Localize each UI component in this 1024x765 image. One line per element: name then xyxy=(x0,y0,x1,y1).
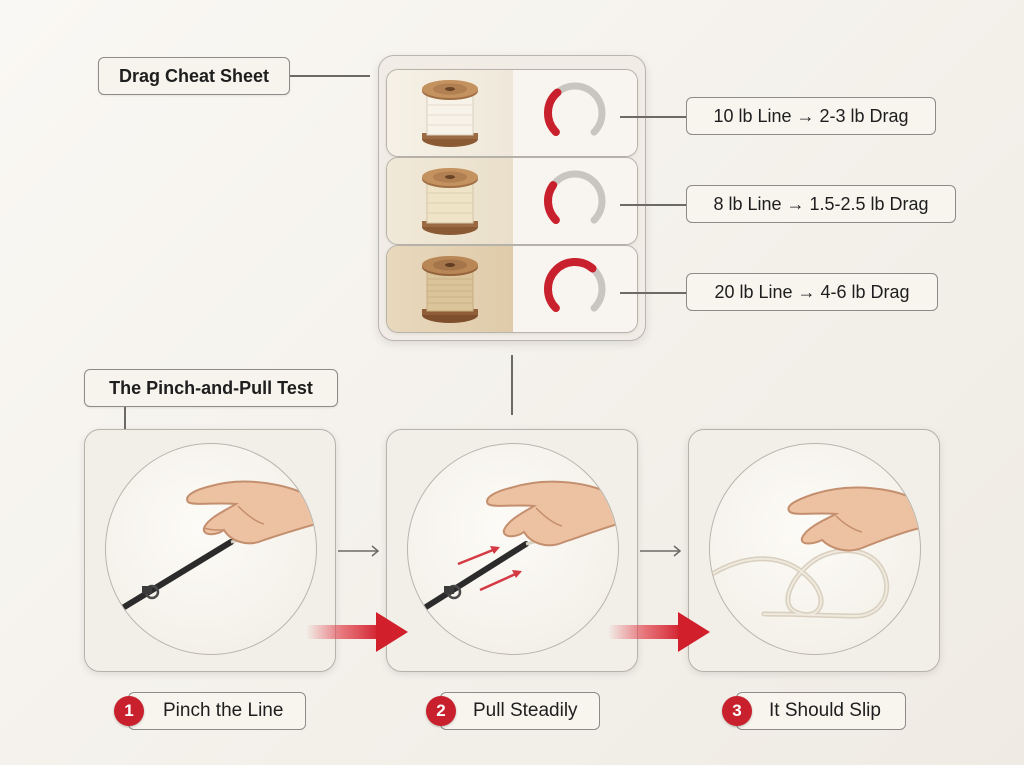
step-2-number-badge: 2 xyxy=(426,696,456,726)
connector-test-title xyxy=(124,407,126,429)
drag-gauge-icon xyxy=(544,82,606,137)
connector-title-to-sheet xyxy=(290,75,370,77)
spool-cell xyxy=(387,70,513,156)
gauge-cell xyxy=(513,246,637,332)
test-title-text: The Pinch-and-Pull Test xyxy=(109,377,313,398)
step-3-label: It Should Slip xyxy=(736,692,906,730)
cheat-sheet-row-8lb xyxy=(386,157,638,245)
step-2-label-text: Pull Steadily xyxy=(473,700,578,721)
test-title: The Pinch-and-Pull Test xyxy=(84,369,338,407)
step-1-label: Pinch the Line xyxy=(128,692,306,730)
step-1-number-badge: 1 xyxy=(114,696,144,726)
drag-gauge-icon xyxy=(544,258,606,313)
drag-setting-label-8lb: 8 lb Line → 1.5-2.5 lb Drag xyxy=(686,185,956,223)
spool-cell xyxy=(387,158,513,244)
step-3-number-badge: 3 xyxy=(722,696,752,726)
drag-setting-label-20lb: 20 lb Line → 4-6 lb Drag xyxy=(686,273,938,311)
drag-gauge-icon xyxy=(544,170,606,225)
cheat-sheet-row-20lb xyxy=(386,245,638,333)
drag-setting-text: 8 lb Line → 1.5-2.5 lb Drag xyxy=(713,193,929,214)
connector-row2 xyxy=(620,204,686,206)
drag-setting-label-10lb: 10 lb Line → 2-3 lb Drag xyxy=(686,97,936,135)
arrow-right-icon xyxy=(338,545,380,557)
step-3-label-text: It Should Slip xyxy=(769,700,881,721)
gauge-cell xyxy=(513,70,637,156)
gauge-fill xyxy=(544,181,560,225)
gauge-fill xyxy=(544,258,597,313)
cheat-sheet-row-10lb xyxy=(386,69,638,157)
pull-hand-icon xyxy=(415,480,618,615)
cheat-sheet-title-text: Drag Cheat Sheet xyxy=(118,65,270,86)
connector-sheet-to-test xyxy=(511,355,513,415)
step-3-illustration xyxy=(709,443,921,655)
step-3-number: 3 xyxy=(732,701,742,720)
step-1-label-text: Pinch the Line xyxy=(163,700,284,721)
light-line-spool-icon xyxy=(422,80,478,147)
cheat-sheet-title: Drag Cheat Sheet xyxy=(98,57,290,95)
step-1-number: 1 xyxy=(124,701,134,720)
gauge-track xyxy=(544,170,606,224)
medium-line-spool-icon xyxy=(422,168,478,235)
step-2-illustration xyxy=(407,443,619,655)
gauge-fill xyxy=(544,88,562,137)
pinch-hand-icon xyxy=(113,480,316,615)
drag-setting-text: 10 lb Line → 2-3 lb Drag xyxy=(713,105,909,126)
drag-setting-text: 20 lb Line → 4-6 lb Drag xyxy=(714,281,910,302)
connector-row1 xyxy=(620,116,686,118)
heavy-line-spool-icon xyxy=(422,256,478,323)
slip-line-icon xyxy=(710,486,920,619)
step-1-illustration xyxy=(105,443,317,655)
gauge-cell xyxy=(513,158,637,244)
arrow-right-icon xyxy=(640,545,682,557)
spool-cell xyxy=(387,246,513,332)
step-2-number: 2 xyxy=(436,701,446,720)
step-2-label: Pull Steadily xyxy=(440,692,600,730)
connector-row3 xyxy=(620,292,686,294)
red-arrow-icon xyxy=(608,612,710,652)
red-arrow-icon xyxy=(306,612,408,652)
